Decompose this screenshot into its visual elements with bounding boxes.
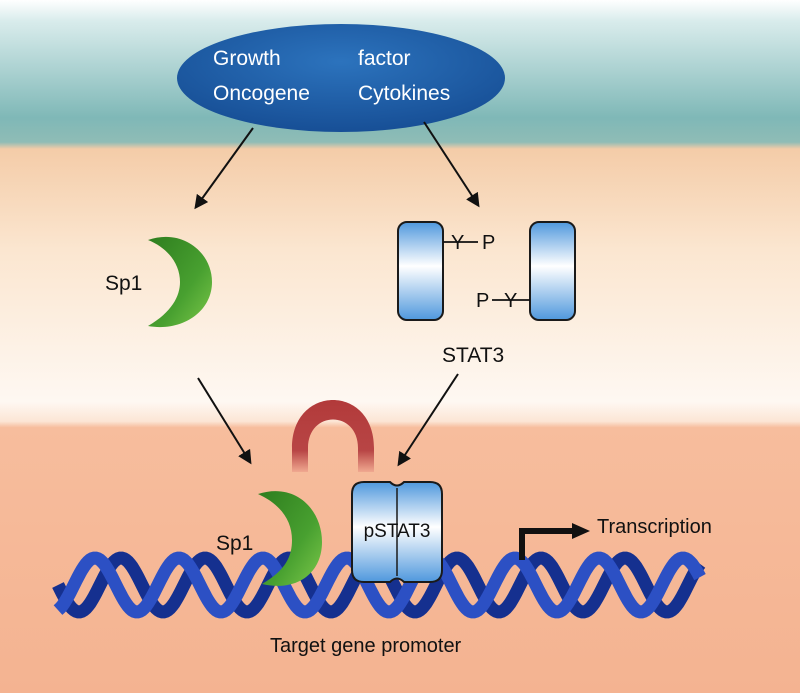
- sp1-label-top: Sp1: [105, 272, 142, 295]
- transcription-arrow-icon: [519, 528, 574, 560]
- stat3-monomer-right: [529, 221, 576, 321]
- arrow-sp1-to-dna: [197, 377, 252, 465]
- sp1-bound-crescent-icon: [258, 491, 322, 586]
- interaction-loop: [292, 400, 374, 472]
- promoter-label: Target gene promoter: [270, 635, 462, 657]
- signal-growth: Growth: [213, 47, 281, 70]
- ligand-ellipse: [177, 24, 505, 132]
- arrow-to-sp1: [194, 127, 254, 210]
- phosphate-top: P: [482, 232, 495, 254]
- signal-factor: factor: [358, 47, 411, 70]
- sp1-crescent-icon: [148, 236, 212, 328]
- tyrosine-bottom: Y: [504, 290, 517, 312]
- signal-oncogene: Oncogene: [213, 82, 310, 105]
- sp1-label-bottom: Sp1: [216, 532, 253, 555]
- signal-cytokines: Cytokines: [358, 82, 450, 105]
- stat3-monomer-left: [397, 221, 444, 321]
- transcription-label: Transcription: [597, 516, 712, 538]
- arrow-to-stat3: [423, 121, 480, 208]
- phosphate-bottom: P: [476, 290, 489, 312]
- stat3-label: STAT3: [442, 344, 504, 367]
- tyrosine-top: Y: [451, 232, 464, 254]
- dna-strand-front: [53, 551, 706, 619]
- transcription-arrow-head: [572, 523, 590, 539]
- pstat3-label: pSTAT3: [364, 521, 431, 542]
- arrow-stat3-to-dna: [397, 373, 459, 467]
